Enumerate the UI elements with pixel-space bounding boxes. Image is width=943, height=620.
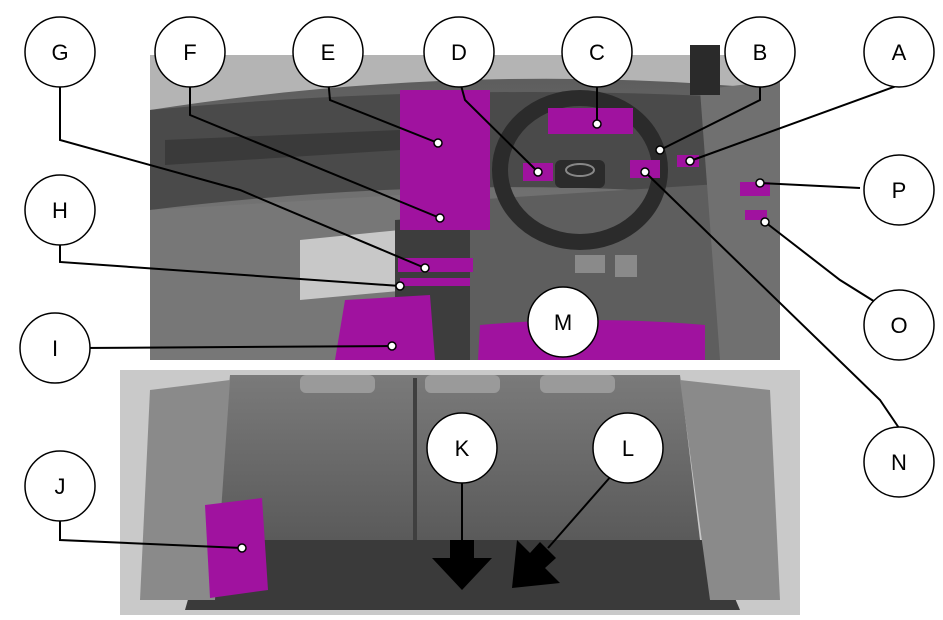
callout-D: D xyxy=(423,16,495,88)
callout-label-D: D xyxy=(451,40,467,65)
cabin-view xyxy=(150,45,780,360)
leader-A xyxy=(689,84,900,162)
endpoint-E xyxy=(433,138,443,148)
callout-label-L: L xyxy=(622,436,634,461)
callout-circle-I xyxy=(19,312,91,384)
callout-L: L xyxy=(592,412,664,484)
callout-label-F: F xyxy=(183,40,196,65)
callout-circle-C xyxy=(561,16,633,88)
leader-P xyxy=(759,182,861,189)
callout-F: F xyxy=(154,16,226,88)
endpoint-C xyxy=(592,119,602,129)
footwell-light-area xyxy=(300,230,410,300)
endpoint-B xyxy=(655,145,665,155)
boot-view xyxy=(120,370,800,615)
endpoint-F xyxy=(435,213,445,223)
arrow-down-icon xyxy=(432,540,492,590)
endpoint-D xyxy=(533,167,543,177)
endpoint-G xyxy=(420,263,430,273)
leader-H xyxy=(59,242,401,287)
headrest-centre xyxy=(425,375,500,393)
callout-circle-A xyxy=(863,16,935,88)
callout-label-E: E xyxy=(321,40,336,65)
callout-label-J: J xyxy=(55,474,66,499)
door-switch-lower xyxy=(745,210,767,220)
passenger-seat-highlight xyxy=(335,295,435,360)
callout-G: G xyxy=(24,16,96,88)
leader-G xyxy=(59,78,426,269)
callout-circle-J xyxy=(24,450,96,522)
callout-label-G: G xyxy=(51,40,68,65)
leader-lines xyxy=(59,77,900,549)
leader-endpoints xyxy=(237,119,770,553)
console-lower-strip xyxy=(400,278,470,286)
callout-circle-G xyxy=(24,16,96,88)
callout-B: B xyxy=(724,16,796,88)
headrest-right xyxy=(540,375,615,393)
mirror-switch-panel xyxy=(690,45,720,95)
endpoint-H xyxy=(395,281,405,291)
callout-M: M xyxy=(527,286,599,358)
pedal-accelerator xyxy=(615,255,637,277)
callout-circle-F xyxy=(154,16,226,88)
callout-circle-E xyxy=(292,16,364,88)
endpoint-N xyxy=(640,167,650,177)
callout-A: A xyxy=(863,16,935,88)
callout-label-B: B xyxy=(753,40,768,65)
callout-circle-P xyxy=(863,154,935,226)
callout-label-I: I xyxy=(52,336,58,361)
callout-circle-D xyxy=(423,16,495,88)
leader-I xyxy=(79,345,393,349)
callout-label-A: A xyxy=(892,40,907,65)
callout-H: H xyxy=(24,174,96,246)
endpoint-I xyxy=(387,341,397,351)
steering-logo xyxy=(565,163,595,177)
endpoint-P xyxy=(755,178,765,188)
callout-O: O xyxy=(863,289,935,361)
callout-K: K xyxy=(426,412,498,484)
callout-label-P: P xyxy=(892,178,907,203)
callout-circle-B xyxy=(724,16,796,88)
callout-C: C xyxy=(561,16,633,88)
callout-circle-M xyxy=(527,286,599,358)
leader-L xyxy=(547,474,613,549)
callout-N: N xyxy=(863,426,935,498)
endpoint-J xyxy=(237,543,247,553)
callout-circle-K xyxy=(426,412,498,484)
callout-label-C: C xyxy=(589,40,605,65)
endpoint-A xyxy=(685,156,695,166)
leader-O xyxy=(764,221,881,306)
callout-label-K: K xyxy=(455,436,470,461)
callout-I: I xyxy=(19,312,91,384)
instrument-cluster xyxy=(548,108,633,134)
console-control-strip xyxy=(398,258,473,272)
callout-J: J xyxy=(24,450,96,522)
endpoint-O xyxy=(760,217,770,227)
callout-label-N: N xyxy=(891,450,907,475)
callout-circle-O xyxy=(863,289,935,361)
arrow-diagonal-icon xyxy=(512,540,560,588)
callout-label-M: M xyxy=(554,310,572,335)
callout-label-O: O xyxy=(890,313,907,338)
pedal-brake xyxy=(575,255,605,273)
callout-E: E xyxy=(292,16,364,88)
boot-side-right xyxy=(680,380,780,600)
callout-circle-L xyxy=(592,412,664,484)
leader-N xyxy=(644,171,900,429)
dash-trim xyxy=(165,130,400,165)
callout-P: P xyxy=(863,154,935,226)
callout-circle-N xyxy=(863,426,935,498)
headrest-left xyxy=(300,375,375,393)
leader-F xyxy=(189,78,441,219)
callout-label-H: H xyxy=(52,198,68,223)
callout-circle-H xyxy=(24,174,96,246)
